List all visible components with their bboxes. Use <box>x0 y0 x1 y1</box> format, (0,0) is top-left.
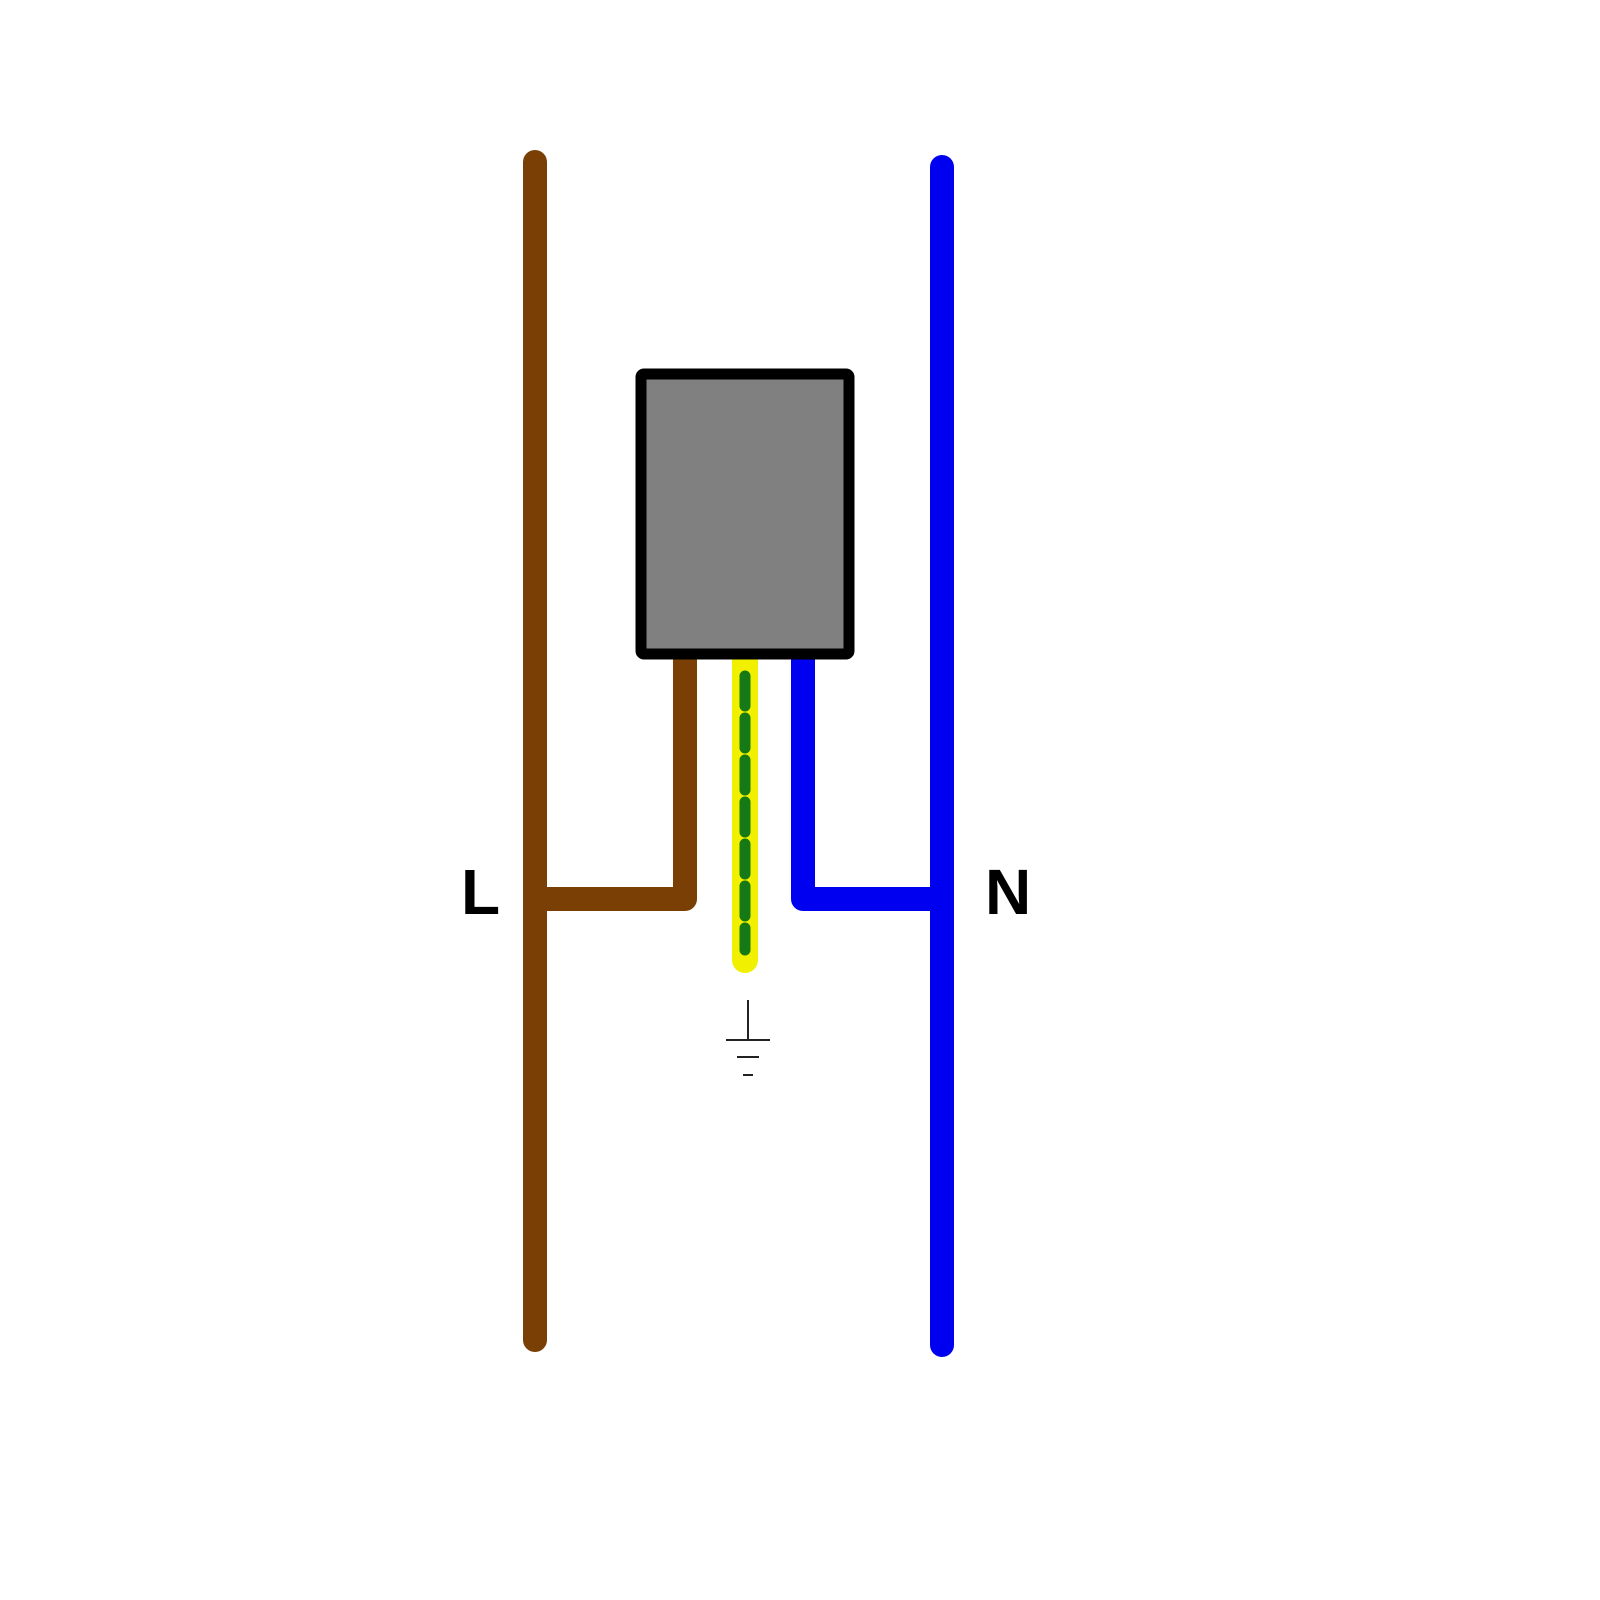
neutral-label: N <box>985 856 1032 928</box>
live-label: L <box>461 856 501 928</box>
neutral-branch-wire <box>791 655 942 911</box>
ground-icon <box>726 1000 770 1076</box>
device-box <box>635 368 855 660</box>
live-branch-wire <box>535 655 697 911</box>
